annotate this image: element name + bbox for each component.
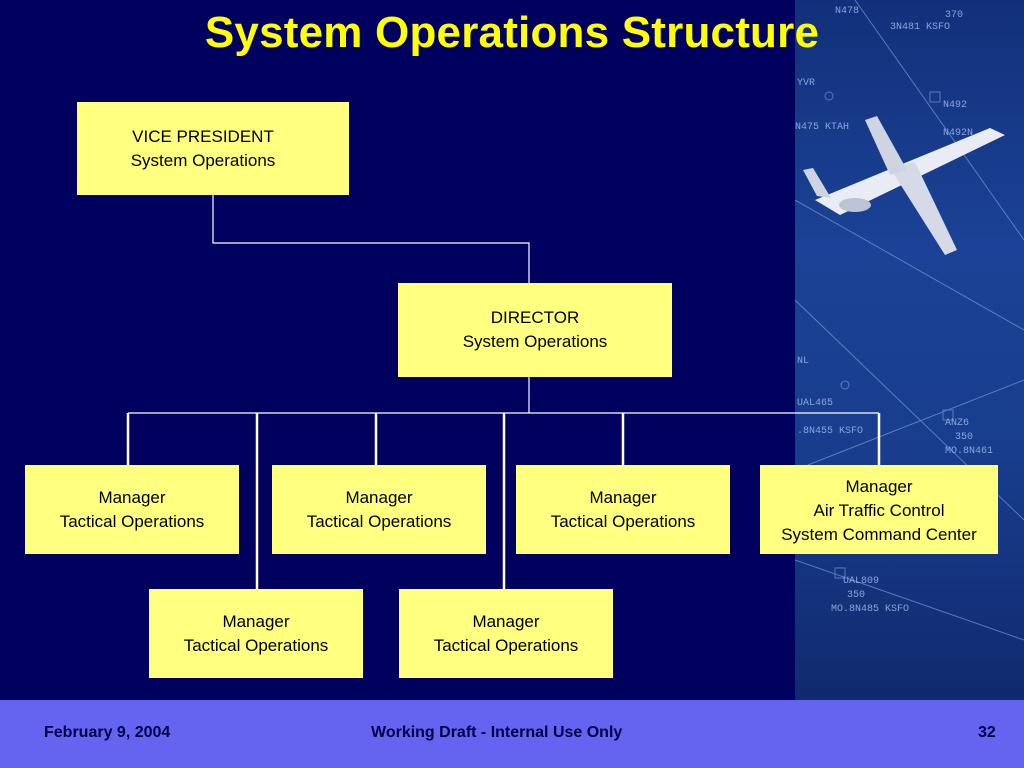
- manager-tactical-operations-box: Manager Tactical Operations: [25, 465, 239, 554]
- connector-vp-director: [212, 195, 530, 283]
- box-subtitle: Tactical Operations: [433, 635, 579, 655]
- page-title: System Operations Structure: [204, 8, 820, 57]
- box-title: VICE PRESIDENT: [132, 126, 274, 146]
- photo-label: UAL465: [797, 398, 834, 409]
- org-chart-connectors: [126, 195, 881, 589]
- airplane-icon: [803, 116, 1005, 255]
- photo-label: N478: [835, 6, 860, 17]
- footer-notice: Working Draft - Internal Use Only: [371, 724, 623, 741]
- aircraft-radar-photo: N478 3N481 KSFO 370 YVR N492 N475 KTAH N…: [795, 0, 1024, 700]
- manager-tactical-operations-box: Manager Tactical Operations: [149, 589, 363, 678]
- radar-overlay: [795, 0, 1024, 641]
- box-subtitle: System Operations: [462, 332, 608, 351]
- box-subtitle: Tactical Operations: [183, 635, 329, 655]
- box-subtitle: Tactical Operations: [59, 511, 205, 531]
- photo-label: 350: [955, 432, 974, 443]
- photo-label: N492: [943, 100, 968, 111]
- box-subtitle: Tactical Operations: [306, 511, 452, 531]
- box-title: Manager: [222, 611, 290, 631]
- box-subtitle: System Operations: [130, 150, 276, 170]
- photo-label: ANZ6: [945, 418, 970, 429]
- box-subtitle: System Command Center: [781, 525, 977, 544]
- photo-label: 3N481 KSFO: [890, 22, 951, 33]
- box-title: Manager: [845, 477, 913, 496]
- photo-label: 350: [847, 590, 866, 601]
- manager-atc-system-command-center-box: Manager Air Traffic Control System Comma…: [760, 465, 998, 554]
- box-subtitle: Air Traffic Control: [813, 501, 945, 520]
- photo-label: NL: [797, 356, 810, 367]
- director-system-operations-box: DIRECTOR System Operations: [398, 283, 672, 377]
- box-title: Manager: [345, 487, 413, 507]
- box-title: Manager: [472, 611, 540, 631]
- box-title: DIRECTOR: [490, 308, 580, 327]
- box-title: Manager: [589, 487, 657, 507]
- manager-tactical-operations-box: Manager Tactical Operations: [272, 465, 486, 554]
- photo-label: N475 KTAH: [795, 122, 850, 133]
- box-subtitle: Tactical Operations: [550, 511, 696, 531]
- vp-system-operations-box: VICE PRESIDENT System Operations: [77, 102, 349, 195]
- photo-label: MO.8N461: [945, 446, 994, 457]
- manager-tactical-operations-box: Manager Tactical Operations: [399, 589, 613, 678]
- photo-label: 370: [945, 10, 964, 21]
- photo-label: .8N455 KSFO: [797, 426, 864, 437]
- photo-label: UAL809: [843, 576, 880, 587]
- photo-label: YVR: [797, 78, 816, 89]
- page-number: 32: [978, 724, 996, 741]
- footer-date: February 9, 2004: [44, 724, 171, 741]
- manager-tactical-operations-box: Manager Tactical Operations: [516, 465, 730, 554]
- photo-label: N492N: [943, 128, 974, 139]
- footer-bar: February 9, 2004 Working Draft - Interna…: [0, 700, 1024, 768]
- box-title: Manager: [98, 487, 166, 507]
- photo-label: MO.8N485 KSFO: [831, 604, 910, 615]
